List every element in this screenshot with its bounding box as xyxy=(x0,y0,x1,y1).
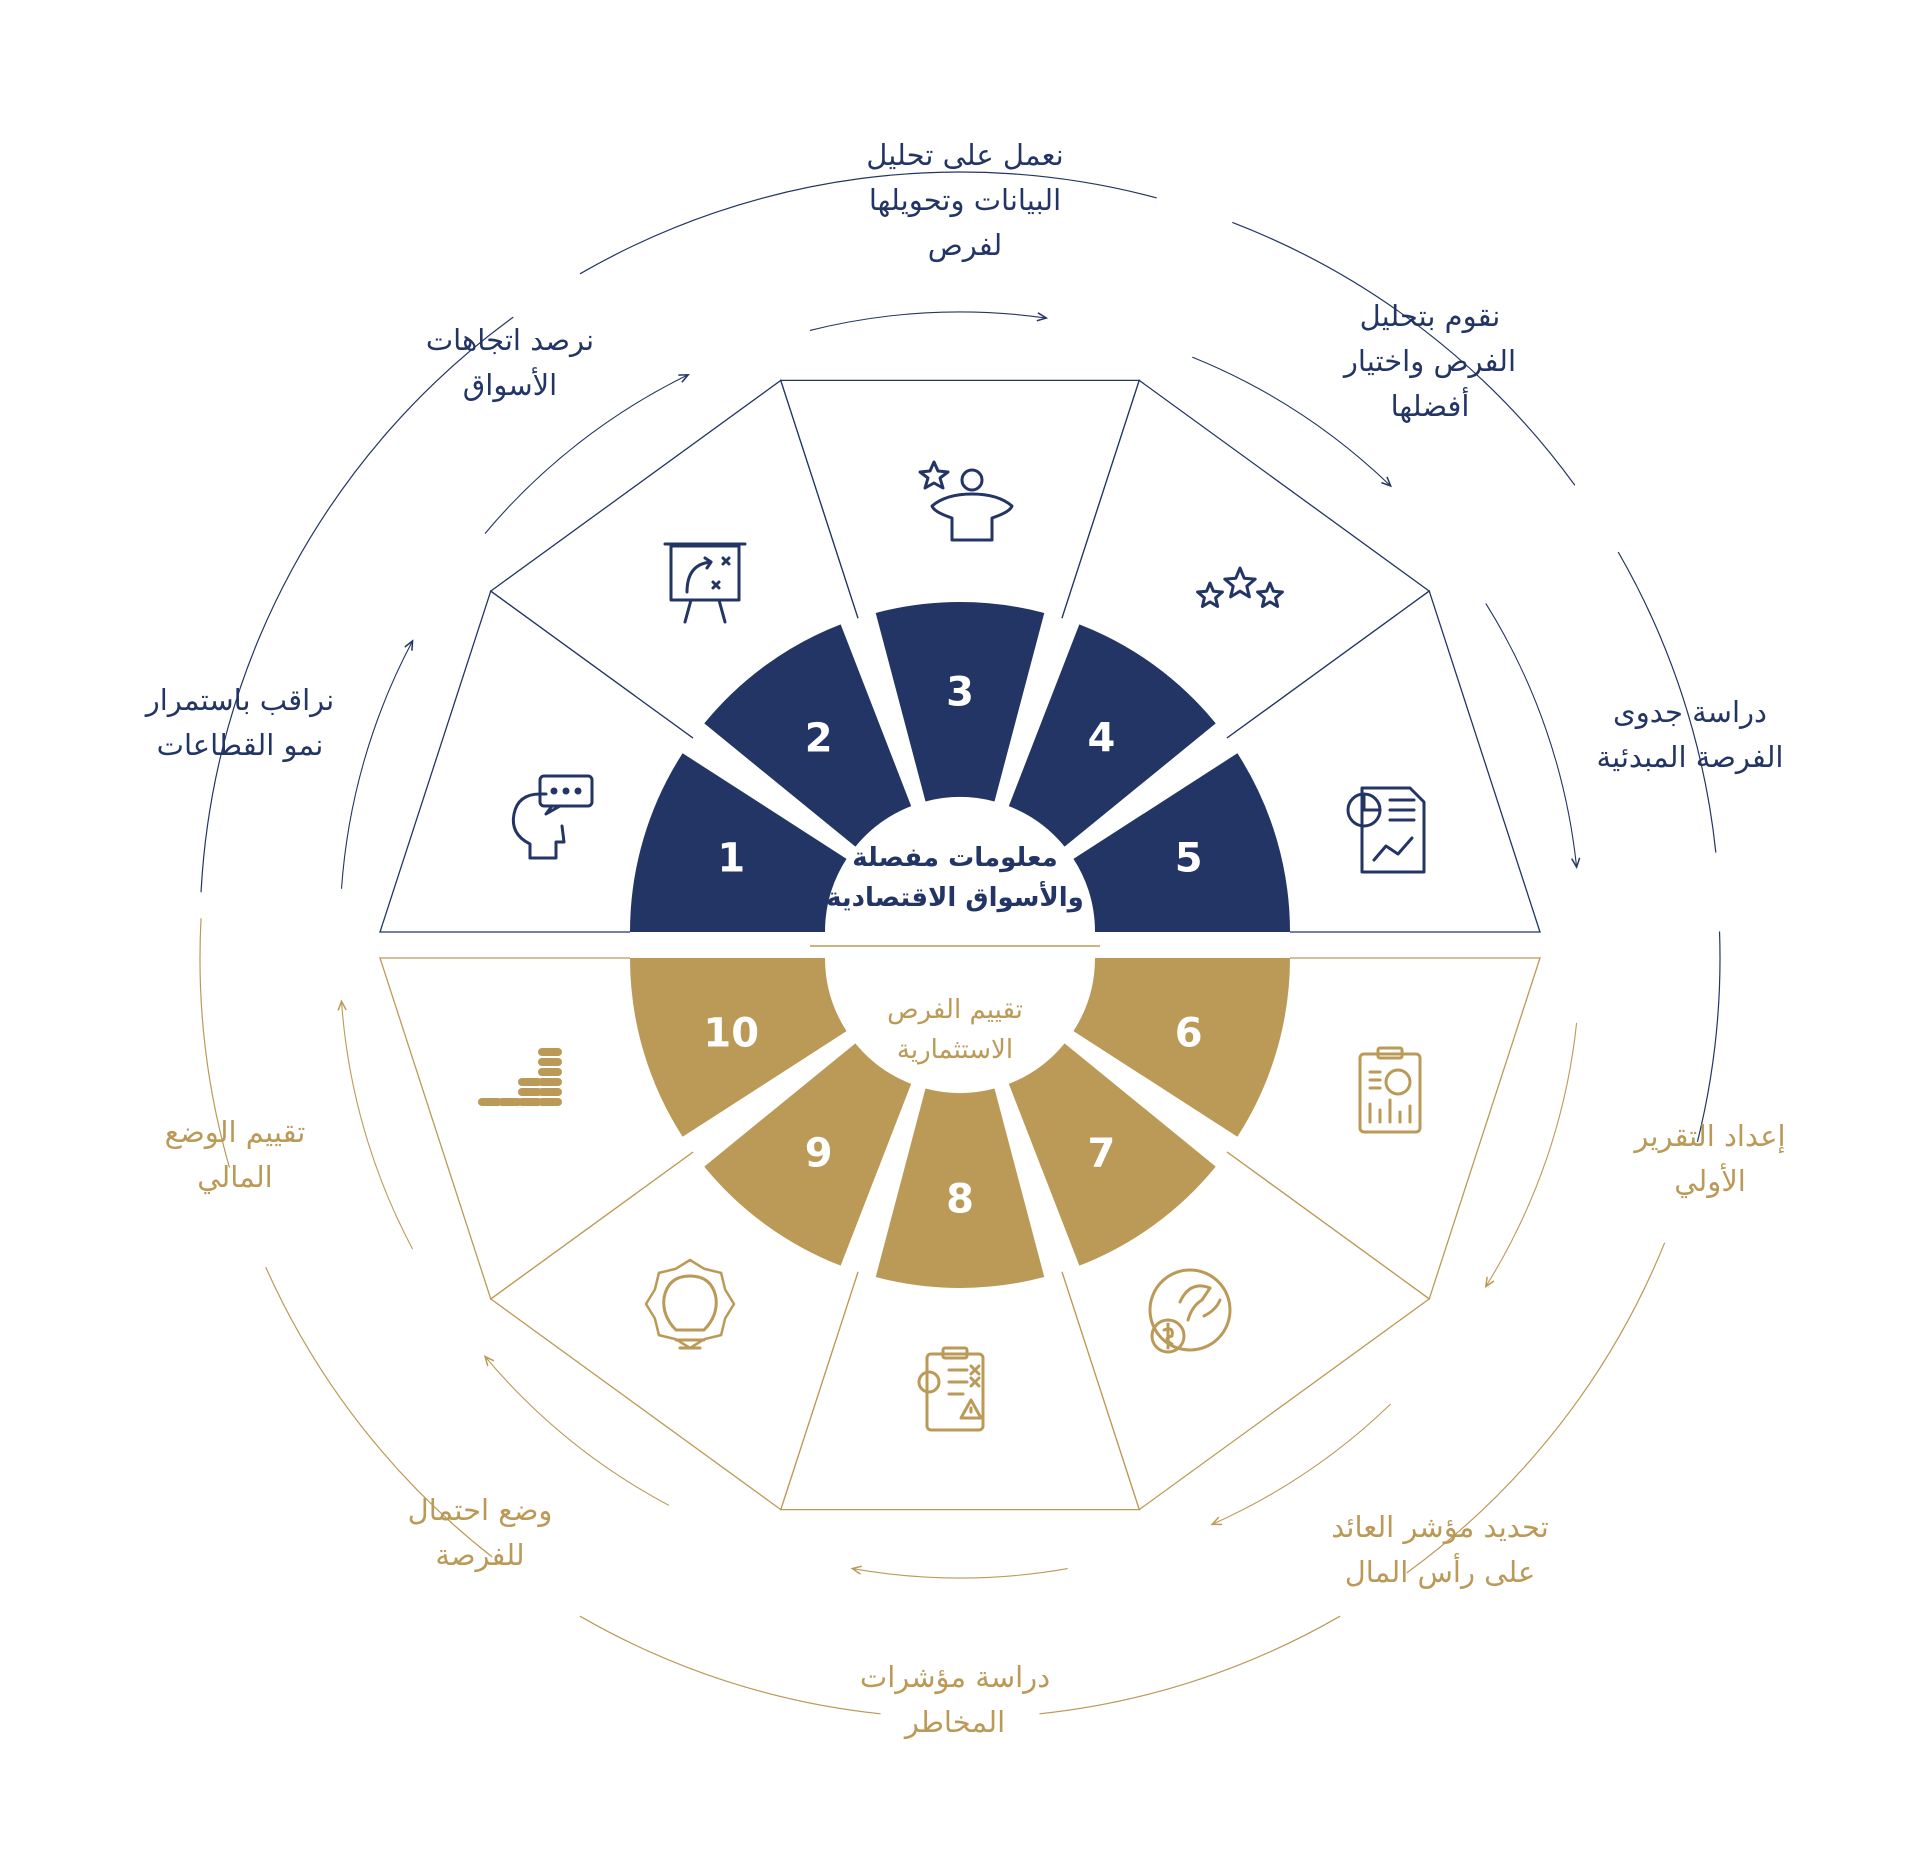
step-number-7: 7 xyxy=(1087,1131,1115,1177)
flow-arrow-4 xyxy=(1192,356,1392,487)
step-number-5: 5 xyxy=(1175,836,1203,882)
flow-arrow-9 xyxy=(484,1356,670,1506)
band-segment-8 xyxy=(875,1088,1045,1288)
band-segment-4 xyxy=(1008,624,1216,847)
flow-arrow-1 xyxy=(340,640,414,889)
step-label-1: نراقب باستمرار نمو القطاعات xyxy=(145,683,335,762)
arrow-head xyxy=(1381,476,1393,488)
flow-arrow-2 xyxy=(484,374,689,534)
step-number-9: 9 xyxy=(805,1131,833,1177)
idea-gear-icon xyxy=(644,1258,736,1350)
center-top-title: معلومات مفصلة والأسواق الاقتصادية xyxy=(826,843,1084,913)
strategy-board-icon xyxy=(663,542,747,624)
band-segment-2 xyxy=(704,624,912,847)
arrow-head xyxy=(483,1355,495,1367)
outer-arc-2 xyxy=(579,171,1157,275)
outer-arc-4 xyxy=(1617,551,1717,853)
outer-arc-8 xyxy=(579,1615,881,1715)
band-segment-9 xyxy=(704,1043,912,1266)
outer-arc-10 xyxy=(199,918,231,1168)
step-number-4: 4 xyxy=(1087,715,1115,761)
arrow-head xyxy=(404,639,414,651)
flow-arrow-5 xyxy=(1485,603,1578,868)
step-number-8: 8 xyxy=(946,1177,974,1223)
sector-outline-5 xyxy=(1226,590,1541,933)
three-stars-icon xyxy=(1196,566,1284,608)
arrow-head xyxy=(850,1565,863,1575)
flow-arrow-7 xyxy=(1211,1403,1392,1525)
step-number-1: 1 xyxy=(717,836,745,882)
step-number-2: 2 xyxy=(805,715,833,761)
sector-outline-10 xyxy=(379,957,694,1300)
globe-growth-icon xyxy=(1148,1268,1232,1354)
step-label-4: نقوم بتحليل الفرص واختيار أفضلها xyxy=(1343,299,1517,423)
band-segment-5 xyxy=(1073,753,1290,932)
outer-arc-9 xyxy=(265,1266,493,1558)
coin-stacks-icon xyxy=(478,1048,562,1106)
flow-arrow-10 xyxy=(340,1001,414,1250)
arrow-head xyxy=(678,373,690,383)
arrow-head xyxy=(1036,312,1049,322)
step-number-10: 10 xyxy=(703,1010,759,1056)
outer-arc-3 xyxy=(1232,221,1576,486)
outer-arc-6 xyxy=(1406,1242,1666,1574)
clipboard-report-icon xyxy=(1358,1046,1422,1134)
head-chat-stars-icon xyxy=(511,774,594,860)
risk-checklist-icon xyxy=(917,1346,985,1432)
outer-ring xyxy=(199,171,1721,1715)
outer-arc-7 xyxy=(1039,1615,1341,1715)
band-segment-3 xyxy=(875,602,1045,802)
step-number-6: 6 xyxy=(1175,1010,1203,1056)
report-chart-icon xyxy=(1346,786,1426,874)
outer-arc-1 xyxy=(200,316,514,893)
step-label-6: إعداد التقرير الأولي xyxy=(1634,1119,1786,1198)
band-segment-6 xyxy=(1073,958,1290,1137)
step-label-3: نعمل على تحليل البيانات وتحويلها لفرص xyxy=(866,138,1064,262)
arrow-head xyxy=(1484,1276,1495,1289)
flow-arrow-8 xyxy=(852,1568,1068,1579)
step-label-5: دراسة جدوى الفرصة المبدئية xyxy=(1596,695,1784,774)
band-segment-1 xyxy=(630,753,847,932)
band-segment-7 xyxy=(1008,1043,1216,1266)
step-number-3: 3 xyxy=(946,670,974,716)
band-segment-10 xyxy=(630,958,847,1137)
flow-arrow-6 xyxy=(1485,1022,1578,1287)
arrow-head xyxy=(1571,857,1581,870)
step-label-9: وضع احتمال للفرصة xyxy=(407,1493,553,1572)
center-bottom-title: تقييم الفرص الاستثمارية xyxy=(887,995,1023,1065)
step-label-8: دراسة مؤشرات المخاطر xyxy=(859,1660,1051,1739)
step-label-10: تقييم الوضع المالي xyxy=(164,1115,306,1194)
person-star-icon xyxy=(918,460,1014,542)
arrow-head xyxy=(1210,1516,1223,1526)
flow-arrow-3 xyxy=(809,311,1047,331)
step-label-2: نرصد اتجاهات الأسواق xyxy=(425,323,595,402)
arrow-head xyxy=(337,999,347,1011)
outer-arc-5 xyxy=(1696,931,1721,1143)
step-label-7: تحديد مؤشر العائد على رأس المال xyxy=(1331,1510,1549,1589)
